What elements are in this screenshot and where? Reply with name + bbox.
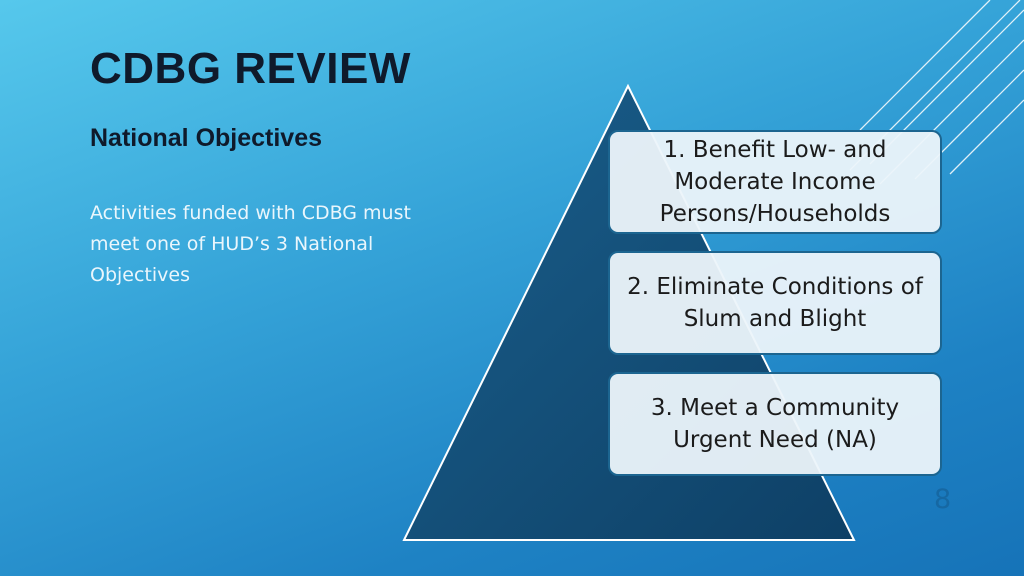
pyramid-level-3-label: 3. Meet a Community Urgent Need (NA) (650, 395, 900, 453)
pyramid-level-1: 1. Benefit Low- and Moderate Income Pers… (608, 130, 942, 234)
pyramid-level-2-label: 2. Eliminate Conditions of Slum and Blig… (627, 274, 923, 332)
pyramid-level-3: 3. Meet a Community Urgent Need (NA) (608, 372, 942, 476)
page-number: 8 (934, 484, 952, 515)
pyramid-level-1-label: 1. Benefit Low- and Moderate Income Pers… (659, 137, 891, 227)
slide-body-text: Activities funded with CDBG must meet on… (90, 202, 411, 286)
slide-subtitle: National Objectives (90, 124, 323, 152)
pyramid-level-2: 2. Eliminate Conditions of Slum and Blig… (608, 251, 942, 355)
slide-title: CDBG REVIEW (90, 44, 411, 93)
